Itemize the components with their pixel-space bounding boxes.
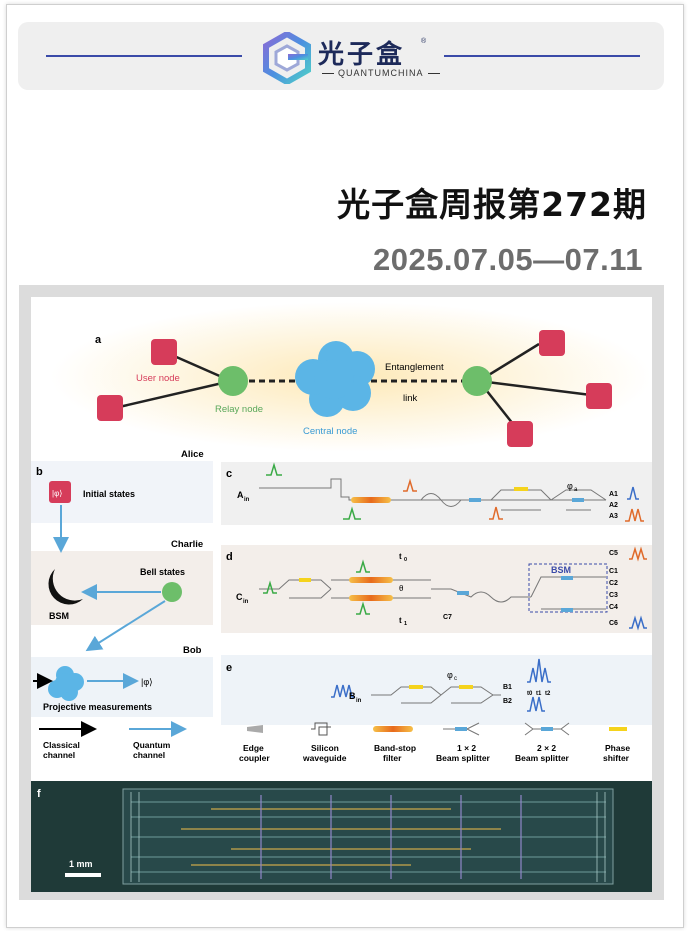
panel-e-letter: e [226, 662, 232, 674]
legend-classical-1: Classical [43, 740, 80, 750]
panel-c-letter: c [226, 468, 232, 480]
panel-c-out-a1: A1 [609, 491, 618, 498]
panel-f: f 1 mm [31, 781, 652, 892]
projective-label: Projective measurements [43, 702, 152, 712]
relay-node-label: Relay node [215, 404, 263, 415]
registered-mark: ® [421, 38, 427, 45]
issue-title: 光子盒周报第272期 [337, 185, 647, 224]
charlie-label: Charlie [171, 539, 203, 550]
user-node-label: User node [136, 373, 180, 384]
legend: Classical channel Quantum channel Edge c… [39, 721, 630, 763]
figure-content: a User node Relay [31, 297, 652, 892]
issue-date-range: 2025.07.05—07.11 [372, 242, 643, 277]
legend-quantum-1: Quantum [133, 740, 171, 750]
panel-d-letter: d [226, 551, 233, 563]
panel-d-out-c3: C3 [609, 592, 618, 599]
figure-svg: a User node Relay [31, 302, 652, 892]
bsm-detector-icon [48, 569, 83, 605]
user-node-icon [151, 339, 177, 365]
panel-d-out-c2: C2 [609, 580, 618, 587]
legend-quantum-2: channel [133, 750, 165, 760]
panel-d-input-sub: in [243, 599, 249, 605]
panel-d-t0: t [399, 552, 402, 561]
panel-c-out-a2: A2 [609, 502, 618, 509]
panel-d-c7: C7 [443, 614, 452, 621]
legend-2x2-1: 2 × 2 [537, 743, 556, 753]
panel-d-out-c4: C4 [609, 604, 618, 611]
legend-bandstop-1: Band-stop [374, 743, 416, 753]
projective-node-icon [48, 666, 84, 701]
bob-label: Bob [183, 645, 202, 656]
user-node-icon [97, 395, 123, 421]
panel-d-out-c6: C6 [609, 620, 618, 627]
scale-bar-label: 1 mm [69, 859, 93, 869]
user-node-icon [586, 383, 612, 409]
user-node-icon [507, 421, 533, 447]
quantumchina-logo-icon [263, 32, 311, 84]
central-node-icon [295, 341, 375, 417]
panel-c-input-sub: in [244, 497, 250, 503]
panel-e-phase-sub: c [454, 676, 457, 682]
legend-edge-1: Edge [243, 743, 264, 753]
panel-b-letter: b [36, 466, 43, 478]
figure-frame: a User node Relay [19, 285, 664, 900]
panel-e-t2: t2 [545, 691, 551, 697]
legend-classical-2: channel [43, 750, 75, 760]
initial-states-label: Initial states [83, 489, 135, 499]
panel-e-input-sub: in [356, 698, 362, 704]
relay-node-icon [462, 366, 492, 396]
alice-label: Alice [181, 449, 204, 460]
legend-silicon-2: waveguide [302, 753, 347, 763]
panel-a: a User node Relay [51, 302, 651, 452]
legend-2x2-2: Beam splitter [515, 753, 570, 763]
panel-c-phase: φ [567, 481, 573, 491]
legend-bandstop-2: filter [383, 753, 402, 763]
panel-d-theta: θ [399, 584, 404, 593]
panel-e-phase: φ [447, 670, 453, 680]
header-line-right [444, 55, 640, 57]
panel-c-input: A [237, 490, 244, 500]
panel-e-out-b2: B2 [503, 698, 512, 705]
panel-b: Alice b |φ⟩ Initial states Charlie BSM B… [31, 449, 213, 717]
panel-e-t1: t1 [536, 691, 542, 697]
entanglement-label: Entanglement [385, 362, 444, 373]
link-label: link [403, 393, 418, 404]
bell-state-icon [162, 582, 182, 602]
panel-f-letter: f [37, 788, 41, 800]
panel-d-bsm: BSM [551, 565, 571, 575]
scale-bar [65, 873, 101, 877]
panel-e-input: B [349, 691, 356, 701]
panel-e-out-b1: B1 [503, 684, 512, 691]
panel-a-letter: a [95, 334, 102, 346]
legend-1x2-1: 1 × 2 [457, 743, 476, 753]
panel-d-out-c1: C1 [609, 568, 618, 575]
panel-d-input: C [236, 592, 243, 602]
output-phi: |φ⟩ [141, 677, 153, 687]
legend-phase-1: Phase [605, 743, 630, 753]
header-line-left [46, 55, 242, 57]
legend-1x2-2: Beam splitter [436, 753, 491, 763]
legend-phase-2: shifter [603, 753, 630, 763]
panel-c-out-a3: A3 [609, 513, 618, 520]
panel-d-t0-sub: 0 [404, 557, 407, 563]
panel-c-phase-sub: a [574, 487, 578, 493]
bsm-label: BSM [49, 611, 69, 621]
panel-c: c A in φ a A1 A2 A3 [221, 462, 652, 525]
panel-d-out-c5: C5 [609, 550, 618, 557]
bell-states-label: Bell states [140, 567, 185, 577]
panel-e-t0: t0 [527, 691, 533, 697]
relay-node-icon [218, 366, 248, 396]
panel-d: d C in t 0 t 1 θ C7 BSM [221, 545, 652, 633]
brand-name-en: QUANTUMCHINA [318, 68, 444, 78]
panel-d-t1: t [399, 616, 402, 625]
legend-edge-2: coupler [239, 753, 270, 763]
initial-phi: |φ⟩ [52, 489, 62, 498]
brand-name-cn: 光子盒 [318, 40, 406, 70]
panel-e: e B in φ c B1 B2 t0 t1 t2 [221, 655, 652, 725]
central-node-label: Central node [303, 426, 357, 437]
legend-silicon-1: Silicon [311, 743, 339, 753]
user-node-icon [539, 330, 565, 356]
panel-d-t1-sub: 1 [404, 621, 407, 627]
